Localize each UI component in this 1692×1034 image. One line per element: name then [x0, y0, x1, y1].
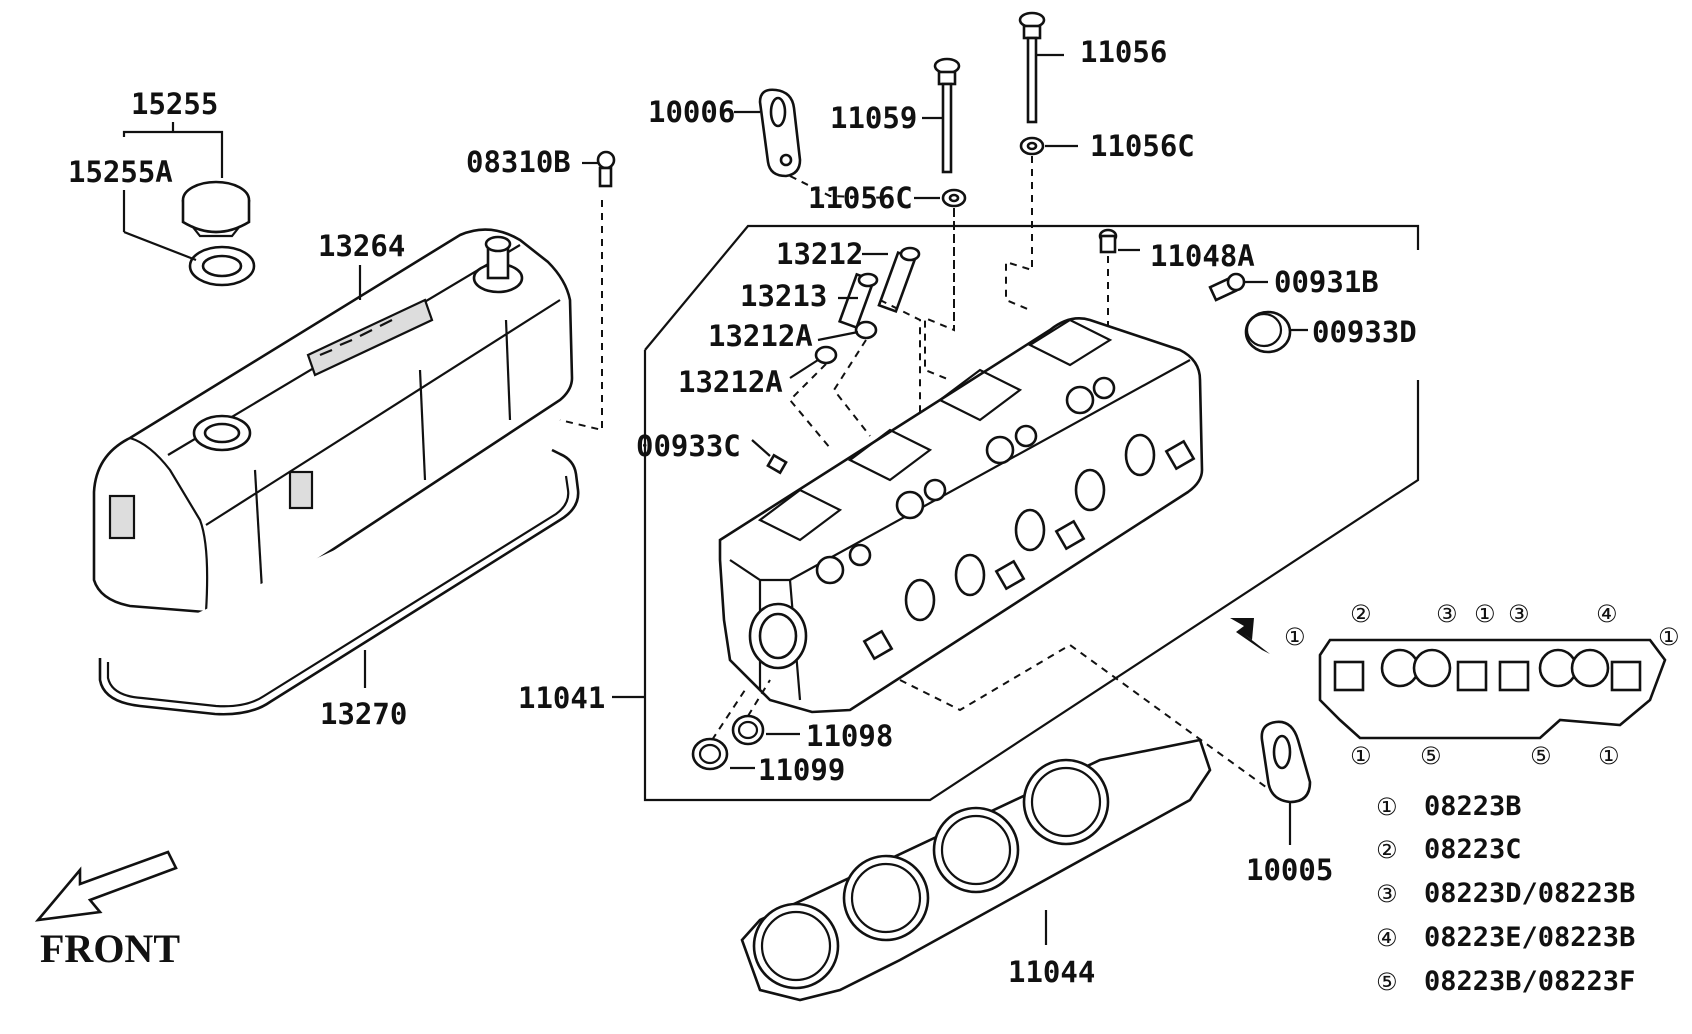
marker-top-3: ③ — [1436, 600, 1458, 628]
valve-cover — [92, 228, 574, 614]
legend-text-2: 08223C — [1424, 834, 1522, 865]
label-00931B: 00931B — [1274, 265, 1379, 299]
marker-bottom-3: ⑤ — [1530, 742, 1552, 770]
label-11098: 11098 — [806, 719, 893, 753]
label-08310B: 08310B — [466, 145, 571, 179]
plug-00933C — [766, 453, 788, 475]
legend: ① 08223B ② 08223C ③ 08223D/08223B ④ 0822… — [1376, 791, 1635, 997]
label-11056C-top: 11056C — [1090, 129, 1195, 163]
legend-mark-3: ③ — [1376, 880, 1398, 908]
legend-text-3: 08223D/08223B — [1424, 878, 1635, 909]
label-11056C-mid: 11056C — [808, 181, 913, 215]
washer-11056C-mid — [941, 188, 967, 208]
legend-mark-2: ② — [1376, 836, 1398, 864]
plug-00931B — [1208, 272, 1246, 302]
bracket-15255 — [122, 130, 224, 137]
head-bolt-short — [933, 57, 961, 174]
head-gasket — [740, 738, 1212, 1002]
label-00933C: 00933C — [636, 429, 741, 463]
legend-text-5: 08223B/08223F — [1424, 966, 1635, 997]
cup-plug-11099 — [691, 737, 729, 771]
label-11056: 11056 — [1080, 35, 1167, 69]
filler-cap-gasket — [188, 245, 256, 287]
legend-text-1: 08223B — [1424, 791, 1522, 822]
label-13212A-2: 13212A — [678, 365, 783, 399]
cylinder-head — [718, 317, 1204, 714]
oil-filler-cap — [181, 180, 251, 238]
head-bolt-long — [1018, 11, 1046, 124]
bolt-08310B — [596, 150, 616, 188]
marker-top-6: ④ — [1596, 600, 1618, 628]
marker-top-7: ① — [1658, 623, 1680, 651]
label-10006: 10006 — [648, 95, 735, 129]
legend-text-4: 08223E/08223B — [1424, 922, 1635, 953]
label-15255A: 15255A — [68, 155, 173, 189]
marker-top-5: ③ — [1508, 600, 1530, 628]
legend-mark-1: ① — [1376, 793, 1398, 821]
engine-hanger-front — [758, 88, 802, 178]
label-10005: 10005 — [1246, 853, 1333, 887]
washer-11056C-top — [1019, 136, 1045, 156]
label-13264: 13264 — [318, 229, 405, 263]
marker-bottom-4: ① — [1598, 742, 1620, 770]
label-11059: 11059 — [830, 101, 917, 135]
front-label: FRONT — [40, 926, 180, 971]
label-11044: 11044 — [1008, 955, 1095, 989]
marker-bottom-1: ① — [1350, 742, 1372, 770]
label-13270: 13270 — [320, 697, 407, 731]
front-arrow-icon — [34, 850, 178, 922]
label-13212A-1: 13212A — [708, 319, 813, 353]
label-13213: 13213 — [740, 279, 827, 313]
legend-mark-5: ⑤ — [1376, 968, 1398, 996]
valve-guide-and-pins — [814, 246, 921, 365]
intake-manifold-gasket — [1318, 638, 1667, 740]
marker-top-4: ① — [1474, 600, 1496, 628]
marker-top-1: ① — [1284, 623, 1306, 651]
label-13212: 13212 — [776, 237, 863, 271]
label-11048A: 11048A — [1150, 239, 1255, 273]
label-11099: 11099 — [758, 753, 845, 787]
cup-plug-11098 — [731, 714, 765, 746]
label-11041: 11041 — [518, 681, 605, 715]
assembly-bracket-11041 — [644, 224, 1420, 351]
label-00933D: 00933D — [1312, 315, 1417, 349]
plug-00933D — [1244, 310, 1292, 354]
label-15255: 15255 — [131, 87, 218, 121]
direction-arrow-icon — [1230, 618, 1270, 654]
marker-bottom-2: ⑤ — [1420, 742, 1442, 770]
legend-mark-4: ④ — [1376, 924, 1398, 952]
marker-top-2: ② — [1350, 600, 1372, 628]
stud-11048A — [1098, 228, 1118, 254]
engine-hanger-rear — [1260, 720, 1312, 804]
valve-cover-gasket — [98, 448, 580, 716]
